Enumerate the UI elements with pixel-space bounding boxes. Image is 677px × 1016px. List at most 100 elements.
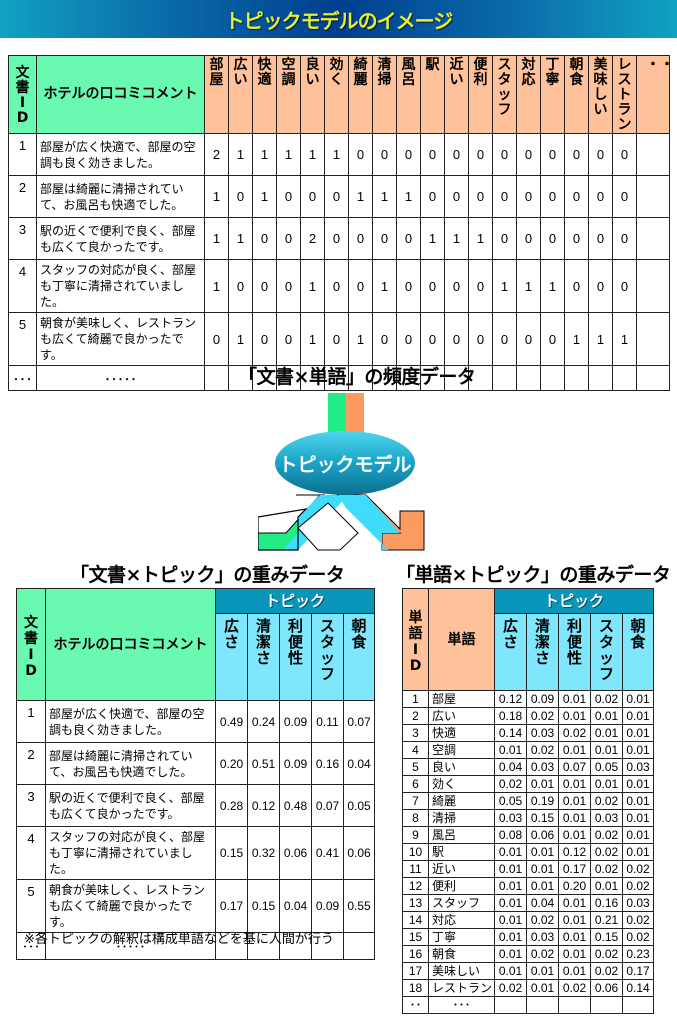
empty-cell — [252, 365, 277, 391]
weight-cell: 0.01 — [494, 894, 527, 912]
empty-cell — [204, 365, 229, 391]
weight-cell: 0.15 — [526, 809, 559, 827]
weight-cell: 0.01 — [558, 911, 591, 929]
count-cell: 0 — [468, 259, 493, 313]
empty-cell — [558, 996, 591, 1014]
count-cell: 1 — [204, 175, 229, 218]
weight-cell: 0.02 — [590, 826, 623, 844]
weight-cell: 0.02 — [622, 877, 654, 895]
word-cell: 美味しい — [428, 962, 495, 980]
weight-cell: 0.07 — [558, 758, 591, 776]
count-cell: 1 — [324, 133, 349, 176]
count-cell: 0 — [324, 217, 349, 260]
weight-cell: 0.23 — [622, 945, 654, 963]
count-cell: 1 — [516, 259, 541, 313]
topic-model-oval — [275, 431, 415, 495]
empty-cell — [228, 365, 253, 391]
weight-cell: 0.06 — [279, 826, 312, 880]
word-id-cell: 14 — [402, 911, 429, 929]
weight-cell: 0.01 — [494, 860, 527, 878]
word-id-cell: 5 — [402, 758, 429, 776]
word-column-header: 良い — [300, 55, 325, 134]
ellipsis-comment: ･････ — [36, 365, 205, 391]
weight-cell: 0.05 — [590, 758, 623, 776]
count-cell: 0 — [348, 217, 373, 260]
count-cell: 0 — [372, 133, 397, 176]
comment-cell: スタッフの対応が良く、部屋も丁寧に清掃されていました。 — [36, 259, 205, 313]
ellipsis-id: ･･･ — [8, 365, 37, 391]
word-cell: 綺麗 — [428, 792, 495, 810]
word-id-cell: 16 — [402, 945, 429, 963]
count-cell: 0 — [444, 133, 469, 176]
count-cell: 2 — [300, 217, 325, 260]
count-cell: 0 — [492, 175, 517, 218]
word-column-header: 丁寧 — [540, 55, 565, 134]
word-cell: 快適 — [428, 724, 495, 742]
count-cell: 0 — [324, 312, 349, 366]
weight-cell: 0.01 — [558, 928, 591, 946]
word-id-cell: 17 — [402, 962, 429, 980]
frequency-data-caption: 「文書×単語」の頻度データ — [238, 366, 476, 388]
weight-cell: 0.02 — [622, 860, 654, 878]
count-cell: 0 — [540, 312, 565, 366]
empty-cell — [564, 365, 589, 391]
empty-cell — [494, 996, 527, 1014]
weight-cell: 0.01 — [494, 877, 527, 895]
weight-cell: 0.04 — [343, 742, 375, 785]
word-cell: 近い — [428, 860, 495, 878]
weight-cell: 0.01 — [622, 741, 654, 759]
count-cell: 0 — [540, 175, 565, 218]
count-cell: 0 — [516, 133, 541, 176]
empty-cell — [516, 365, 541, 391]
empty-cell — [348, 365, 373, 391]
topic-column-header: 朝食 — [343, 613, 375, 701]
word-id-cell: 15 — [402, 928, 429, 946]
count-cell: 0 — [276, 259, 301, 313]
word-column-header: 効く — [324, 55, 349, 134]
weight-cell: 0.09 — [526, 690, 559, 708]
word-column-header: 朝食 — [564, 55, 589, 134]
word-id-cell: 2 — [402, 707, 429, 725]
empty-cell — [343, 932, 375, 960]
count-cell: 1 — [228, 217, 253, 260]
count-cell: 0 — [420, 133, 445, 176]
count-cell: 0 — [252, 217, 277, 260]
topic-column-header: 利便性 — [279, 613, 312, 701]
empty-cell — [622, 996, 654, 1014]
empty-cell — [247, 932, 280, 960]
count-cell: 0 — [492, 312, 517, 366]
word-column-header: レストラン — [612, 55, 637, 134]
word-cell: 広い — [428, 707, 495, 725]
weight-cell: 0.01 — [622, 843, 654, 861]
count-cell: 0 — [516, 175, 541, 218]
count-cell: 0 — [420, 259, 445, 313]
doc-id-header: 文書ID — [8, 55, 37, 134]
comment-cell: 駅の近くで便利で良く、部屋も広くて良かったです。 — [36, 217, 205, 260]
weight-cell: 0.01 — [558, 809, 591, 827]
word-id-cell: 10 — [402, 843, 429, 861]
weight-cell: 0.01 — [526, 860, 559, 878]
interpretation-note: ※各トピックの解釈は構成単語などを基に人間が行う — [24, 932, 334, 947]
word-cell: 部屋 — [428, 690, 495, 708]
topic-column-header: 広さ — [215, 613, 248, 701]
weight-cell: 0.17 — [622, 962, 654, 980]
doc-id-cell: 4 — [8, 259, 37, 313]
word-cell: 対応 — [428, 911, 495, 929]
empty-cell — [420, 365, 445, 391]
word-column-header: 広い — [228, 55, 253, 134]
count-cell: 0 — [396, 217, 421, 260]
word-column-header: 快適 — [252, 55, 277, 134]
weight-cell: 0.01 — [558, 894, 591, 912]
empty-cell — [636, 175, 670, 218]
weight-cell: 0.01 — [558, 690, 591, 708]
weight-cell: 0.15 — [247, 879, 280, 933]
